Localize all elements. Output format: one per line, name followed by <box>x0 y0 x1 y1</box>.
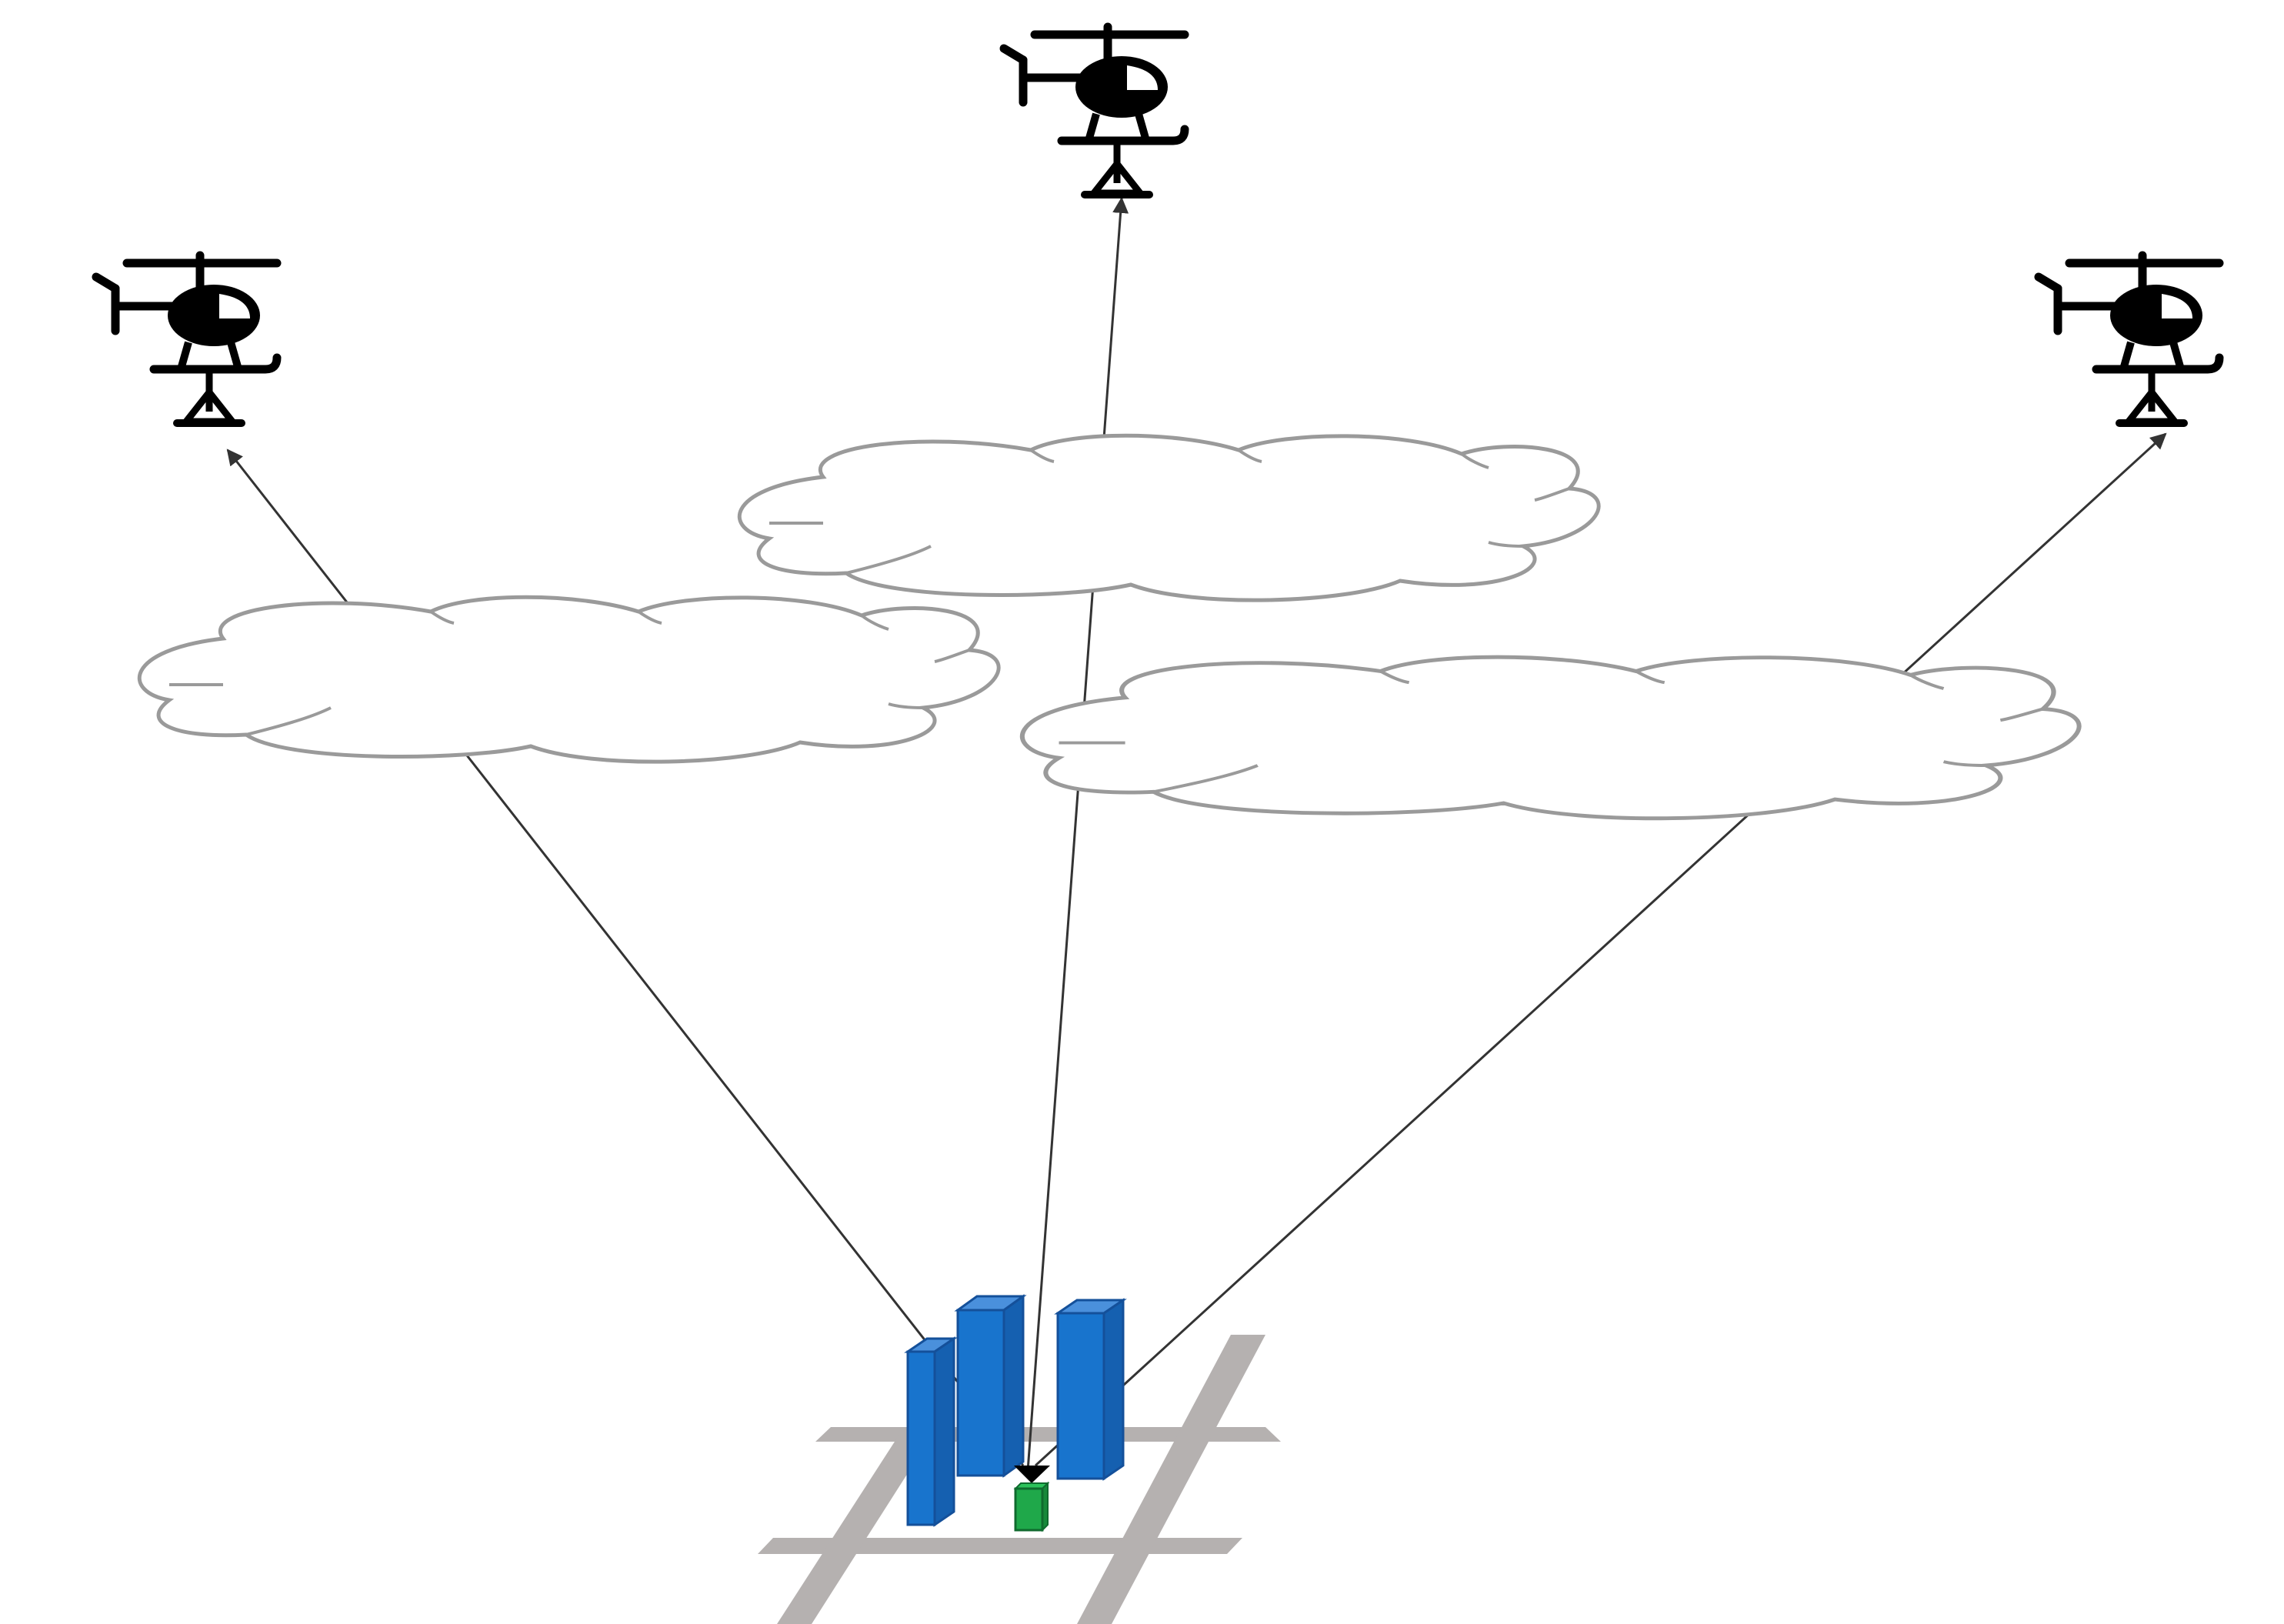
cloud-right <box>1022 657 2079 819</box>
helicopter-icon-left <box>96 255 277 423</box>
building-tall-left <box>954 1294 1027 1478</box>
building-small <box>904 1336 958 1527</box>
signal-line-to-heli-center <box>1026 196 1129 1472</box>
cloud-center <box>739 435 1599 600</box>
ground-transmitter <box>1013 1466 1050 1532</box>
signal-line-to-heli-right <box>1034 432 2167 1467</box>
cloud-left <box>139 597 999 762</box>
building-tall-right <box>1054 1298 1127 1481</box>
signal-lines <box>226 196 2167 1472</box>
helicopter-icon-right <box>2039 255 2219 423</box>
helicopter-icon-center <box>1004 27 1185 195</box>
